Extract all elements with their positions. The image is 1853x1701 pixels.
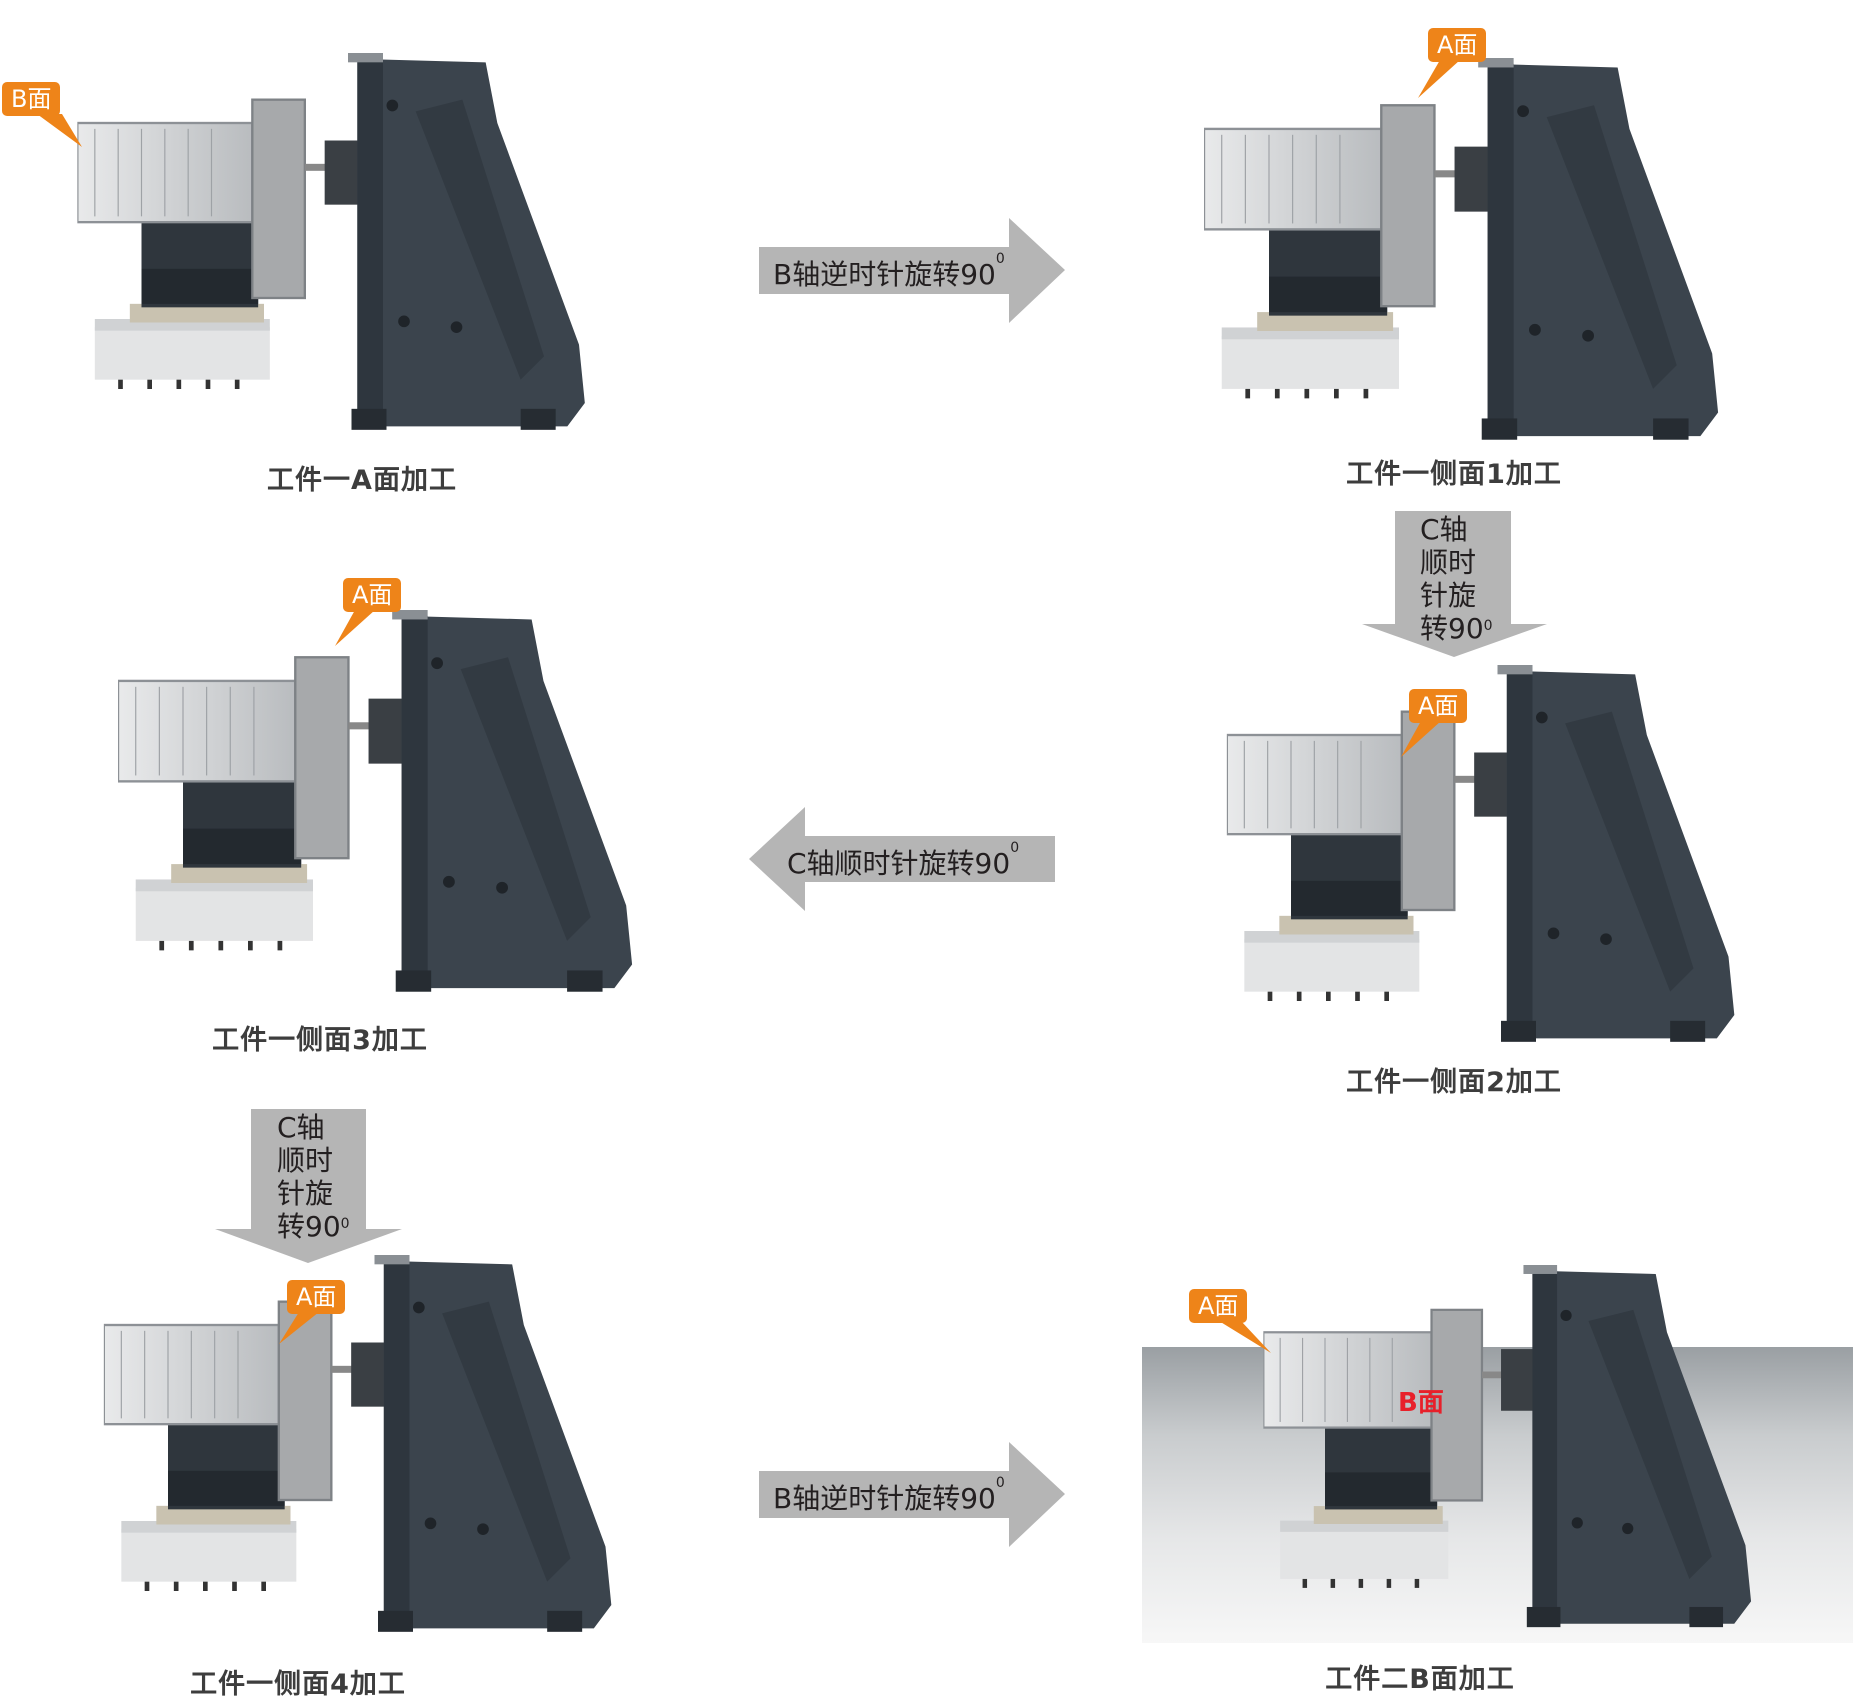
machine-illustration-panel-2	[1194, 58, 1734, 448]
machine-illustration-panel-5	[77, 1255, 644, 1640]
machine-illustration-panel-3	[112, 610, 644, 1000]
arrow-c-axis-cw-left: C轴顺时针旋转900	[749, 807, 1055, 911]
arrow-b-axis-ccw-1: B轴逆时针旋转900	[759, 218, 1065, 323]
part-face-label-panel-6: B面	[1398, 1388, 1444, 1418]
arrow-c-axis-cw-down-2: C轴顺时 针旋转900	[215, 1109, 402, 1263]
machine-illustration-panel-6	[1240, 1265, 1780, 1635]
machine-illustration-panel-1	[77, 53, 591, 438]
caption-panel-3: 工件一侧面3加工	[212, 1025, 428, 1056]
caption-panel-4: 工件一侧面2加工	[1346, 1067, 1562, 1098]
arrow-c-axis-cw-down-1: C轴顺时 针旋转900	[1362, 511, 1547, 657]
machine-illustration-panel-4	[1200, 665, 1767, 1050]
caption-panel-5: 工件一侧面4加工	[190, 1669, 406, 1700]
arrow-b-axis-ccw-2: B轴逆时针旋转900	[759, 1442, 1065, 1547]
caption-panel-2: 工件一侧面1加工	[1346, 459, 1562, 490]
caption-panel-6: 工件二B面加工	[1325, 1664, 1515, 1695]
caption-panel-1: 工件一A面加工	[267, 465, 457, 496]
